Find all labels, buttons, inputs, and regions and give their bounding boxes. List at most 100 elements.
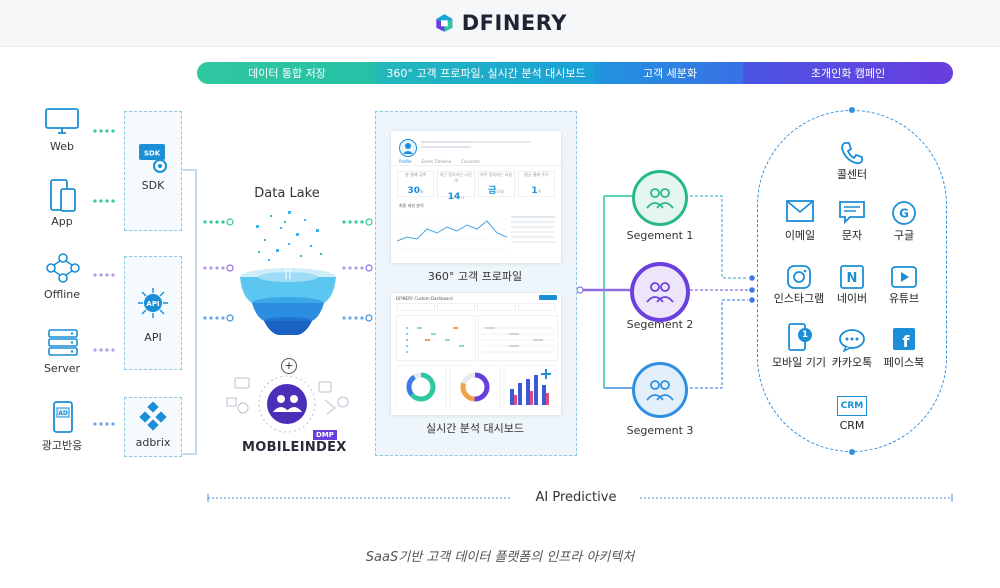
svg-text:SDK: SDK [144, 150, 161, 158]
collector-sdk [124, 111, 182, 231]
channel-facebook: f [891, 326, 917, 356]
stage-label: 고객 세분화 [642, 67, 698, 80]
source-label: App [51, 215, 73, 228]
stage-label: 데이터 통합 저장 [248, 67, 326, 80]
segment-label: Segement 1 [626, 229, 694, 242]
google-icon: G [892, 201, 916, 225]
tab-event-timeline[interactable]: Event Timeline [421, 159, 452, 164]
channel-naver: N [839, 264, 865, 294]
header-bar [0, 0, 1000, 47]
facebook-icon: f [893, 328, 915, 351]
group-icon [646, 282, 674, 303]
channel-label: 이메일 [784, 229, 816, 242]
naver-icon: N [840, 265, 864, 289]
avatar [399, 139, 417, 157]
dfinery-logo-icon [436, 14, 453, 32]
stage-segmentation: 고객 세분화 [595, 62, 745, 84]
network-icon [46, 253, 80, 283]
adbrix-icon [138, 401, 168, 436]
segment-label: Segement 3 [626, 424, 694, 437]
collector-label: API [144, 331, 162, 344]
source-server [47, 328, 79, 362]
channel-email [786, 200, 814, 226]
data-lake-title: Data Lake [254, 186, 320, 201]
group-icon [646, 380, 674, 401]
stage-label: 초개인화 캠페인 [810, 67, 886, 80]
channel-label: 모바일 기기 [771, 356, 827, 369]
channel-instagram [786, 264, 812, 294]
email-icon [786, 200, 814, 222]
channel-label: 유튜브 [888, 292, 920, 305]
data-lake-icon [240, 211, 336, 335]
stage-label: 360° 고객 프로파일, 실시간 분석 대시보드 [386, 67, 586, 80]
channel-label: 인스타그램 [773, 292, 825, 305]
channel-label: 문자 [841, 229, 863, 242]
source-ad-response: AD [50, 400, 78, 438]
realtime-dashboard-card: DFINERY Custom Dashboard [390, 292, 562, 416]
segment-2-node [630, 262, 690, 322]
tab-profile[interactable]: Profile [399, 159, 412, 164]
source-label: Web [50, 140, 74, 153]
group-icon [646, 188, 674, 209]
source-offline [45, 251, 81, 289]
dmp-badge: DMP [313, 430, 337, 440]
source-label: Offline [43, 288, 81, 301]
svg-text:f: f [903, 332, 911, 351]
brand-name: DFINERY [461, 11, 567, 35]
server-icon [48, 329, 78, 356]
stage-profile-dashboard: 360° 고객 프로파일, 실시간 분석 대시보드 [375, 62, 597, 84]
segment-label: Segement 2 [626, 318, 694, 331]
channel-youtube [891, 266, 917, 292]
api-icon: API [136, 286, 170, 324]
phone-icon [841, 142, 863, 165]
mobile-icon [50, 179, 76, 212]
svg-text:N: N [847, 271, 858, 286]
svg-text:G: G [899, 207, 909, 221]
crm-icon: CRM [837, 396, 867, 416]
realtime-table-left [396, 315, 476, 361]
stage-personalized-campaign: 초개인화 캠페인 [743, 62, 953, 84]
mobileindex-graphic [226, 375, 349, 433]
profile-chart-title: 최종 세션 분석 [399, 203, 424, 208]
source-label: 광고반응 [41, 439, 83, 452]
channel-label: 네이버 [836, 292, 868, 305]
channel-call-center [839, 140, 865, 170]
profile-table [511, 213, 555, 255]
mobileindex-wordmark: MOBILEINDEX [242, 440, 347, 455]
svg-text:API: API [146, 300, 159, 308]
ad-phone-icon: AD [53, 401, 73, 433]
collector-label: adbrix [135, 436, 171, 449]
brand-logo: DFINERY [435, 8, 567, 38]
profile-caption: 360° 고객 프로파일 [427, 270, 523, 283]
channel-google: G [891, 200, 917, 230]
channel-kakaotalk [838, 328, 866, 356]
realtime-action-button[interactable] [539, 295, 557, 300]
profile-line-chart [397, 218, 507, 250]
youtube-icon [891, 266, 917, 288]
realtime-charts [396, 365, 556, 411]
realtime-table-right [478, 315, 558, 361]
tab-consents[interactable]: Consents [461, 159, 480, 164]
segment-3-node [632, 362, 688, 418]
kakaotalk-icon [839, 329, 865, 353]
channel-label: 콜센터 [836, 168, 868, 181]
svg-text:AD: AD [58, 410, 68, 417]
channel-label: 카카오톡 [831, 356, 873, 369]
channel-label: CRM [839, 419, 865, 432]
realtime-caption: 실시간 분석 대시보드 [425, 422, 525, 435]
realtime-title: DFINERY Custom Dashboard [396, 296, 453, 301]
source-web [44, 106, 80, 140]
figure-caption: SaaS기반 고객 데이터 플랫폼의 인프라 아키텍처 [365, 550, 635, 565]
source-label: Server [43, 362, 81, 375]
instagram-icon [787, 265, 811, 289]
source-app [48, 178, 78, 218]
profile-tabs: Profile Event Timeline Consents [399, 159, 480, 164]
channel-mobile-device: 1 [786, 322, 814, 356]
